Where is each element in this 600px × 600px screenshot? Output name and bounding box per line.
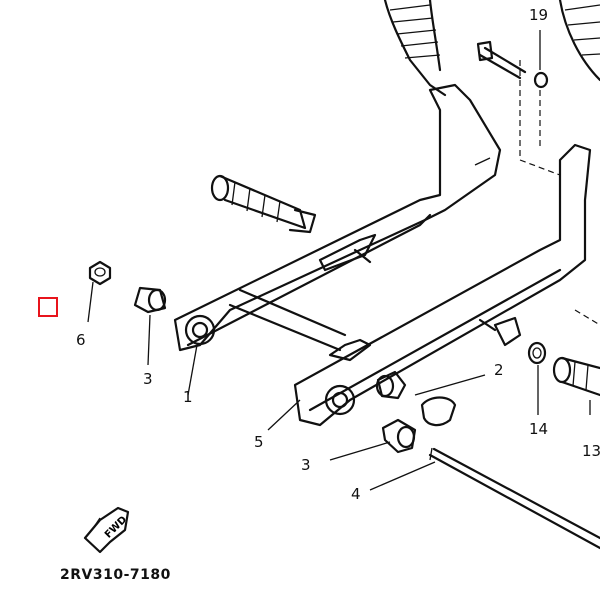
selection-marker[interactable] (38, 297, 58, 317)
callout-5[interactable]: 5 (254, 433, 264, 451)
collar-2 (375, 370, 407, 400)
washer-19 (533, 71, 549, 89)
bushing-3-left (133, 286, 167, 314)
callout-19[interactable]: 19 (529, 6, 549, 24)
callout-14[interactable]: 14 (529, 420, 549, 438)
rear-shock-right (558, 0, 600, 82)
cap-2 (420, 396, 457, 427)
callout-3-right[interactable]: 3 (301, 456, 311, 474)
callout-6[interactable]: 6 (76, 331, 86, 349)
callout-3-left[interactable]: 3 (143, 370, 153, 388)
fwd-arrow-icon: FWD (83, 506, 129, 554)
callout-1[interactable]: 1 (183, 388, 193, 406)
callout-4[interactable]: 4 (351, 485, 361, 503)
bushing-3-right (381, 418, 417, 454)
leader-lines (87, 30, 591, 491)
washer-14 (527, 341, 547, 365)
rear-shock-left (383, 0, 447, 97)
drawing-code: 2RV310-7180 (60, 567, 171, 583)
swingarm-left-arm (173, 83, 502, 352)
callout-2[interactable]: 2 (494, 361, 504, 379)
pivot-shaft (228, 288, 347, 352)
footpeg-right (552, 356, 600, 397)
nut-6 (88, 260, 112, 286)
swingarm-right-arm (293, 143, 592, 427)
axle-shaft-4 (428, 447, 600, 550)
footpeg-left (210, 174, 317, 234)
washer-14-hole (532, 347, 542, 359)
callout-13[interactable]: 13 (582, 442, 600, 460)
bolt-top (476, 40, 527, 80)
